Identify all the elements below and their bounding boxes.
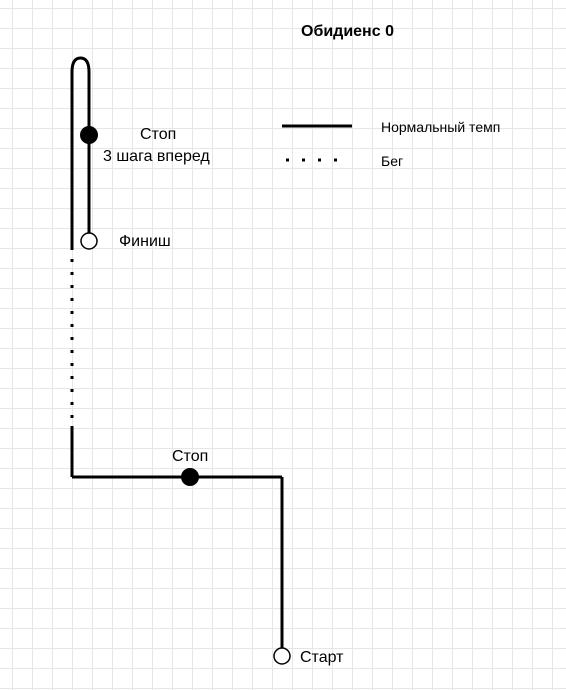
stop-marker-top [80,126,98,144]
start-marker [273,647,291,665]
start-label: Старт [300,649,344,666]
diagram-title: Обидиенс 0 [301,23,394,40]
finish-label: Финиш [119,233,171,250]
stop-top-note: 3 шага вперед [103,148,210,165]
stop-marker-bottom [181,468,199,486]
stop-top-label: Стоп [140,126,177,143]
stop-bottom-label: Стоп [172,448,209,465]
legend-solid-label: Нормальный темп [381,119,501,135]
legend-dotted-label: Бег [381,153,404,169]
route-segment-uturn [70,56,91,73]
finish-marker [80,232,98,250]
